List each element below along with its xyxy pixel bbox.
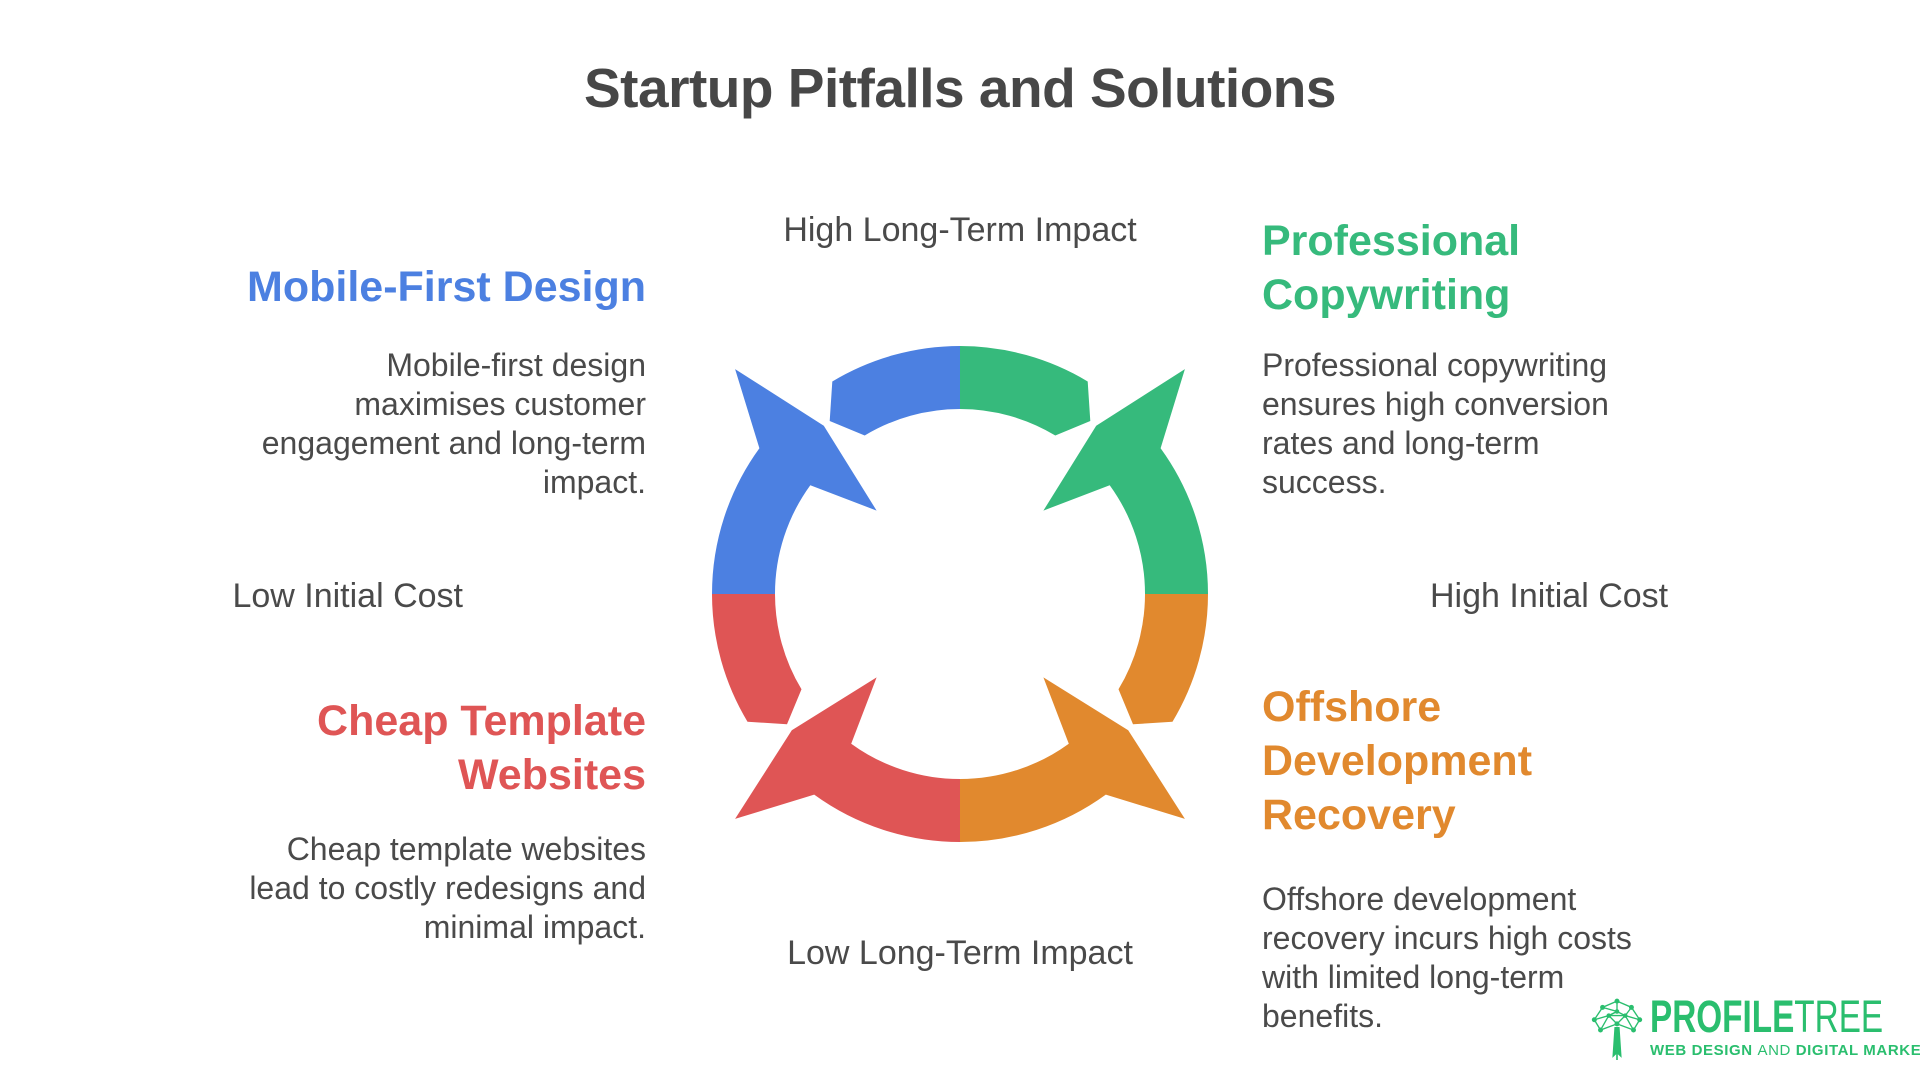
brand-bold-part: PROFILE: [1650, 991, 1795, 1042]
description-line: Professional copywriting: [1262, 347, 1608, 383]
axis-label-top: High Long-Term Impact: [783, 211, 1137, 249]
heading-line: Copywriting: [1262, 271, 1511, 319]
profiletree-brand-name: PROFILETREE: [1650, 994, 1883, 1039]
description-line: Mobile-first design: [386, 347, 646, 383]
description-line: maximises customer: [354, 386, 646, 422]
quadrant-arc-top-right: [960, 346, 1208, 594]
axis-label-left: Low Initial Cost: [232, 577, 463, 615]
heading-line: Websites: [458, 751, 646, 799]
description-line: success.: [1262, 464, 1387, 500]
description-line: ensures high conversion: [1262, 386, 1609, 422]
description-line: Offshore development: [1262, 881, 1577, 917]
quadrant-arc-top-left: [712, 346, 960, 594]
heading-line: Development: [1262, 737, 1533, 785]
heading-line: Offshore: [1262, 683, 1442, 731]
axis-label-bottom: Low Long-Term Impact: [787, 934, 1133, 972]
brand-light-part: TREE: [1794, 991, 1884, 1042]
profiletree-tagline: WEB DESIGN AND DIGITAL MARKETING: [1650, 1042, 1920, 1059]
description-line: lead to costly redesigns and: [249, 870, 646, 906]
quadrant-heading-offshore-development-recovery: Offshore Development Recovery: [1262, 680, 1532, 842]
axis-label-right: High Initial Cost: [1430, 577, 1669, 615]
description-line: recovery incurs high costs: [1262, 920, 1632, 956]
page-title: Startup Pitfalls and Solutions: [584, 57, 1337, 119]
profiletree-tree-icon: [1591, 998, 1643, 1060]
heading-line: Professional: [1262, 217, 1521, 265]
quadrant-description-cheap-template-websites: Cheap template websites lead to costly r…: [249, 830, 646, 947]
quadrant-heading-cheap-template-websites: Cheap Template Websites: [317, 694, 646, 802]
heading-line: Mobile-First Design: [247, 263, 646, 311]
quadrant-heading-professional-copywriting: Professional Copywriting: [1262, 214, 1520, 322]
tagline-web-design: WEB DESIGN: [1650, 1042, 1753, 1059]
quadrant-arc-bottom-left: [712, 594, 960, 842]
description-line: minimal impact.: [423, 909, 646, 945]
description-line: impact.: [542, 464, 646, 500]
description-line: with limited long-term: [1262, 959, 1565, 995]
profiletree-wordmark: PROFILETREE WEB DESIGN AND DIGITAL MARKE…: [1650, 994, 1920, 1059]
description-line: benefits.: [1262, 998, 1383, 1034]
tagline-and: AND: [1757, 1042, 1791, 1059]
tagline-digital-marketing: DIGITAL MARKETING: [1795, 1042, 1920, 1059]
quadrant-description-mobile-first-design: Mobile-first design maximises customer e…: [262, 346, 646, 502]
description-line: engagement and long-term: [261, 425, 646, 461]
description-line: rates and long-term: [1262, 425, 1540, 461]
heading-line: Recovery: [1262, 791, 1456, 839]
description-line: Cheap template websites: [286, 831, 646, 867]
cycle-quadrant-diagram: [712, 346, 1208, 842]
heading-line: Cheap Template: [317, 697, 646, 745]
quadrant-arc-bottom-right: [960, 594, 1208, 842]
profiletree-logo: PROFILETREE WEB DESIGN AND DIGITAL MARKE…: [1588, 994, 1920, 1064]
quadrant-description-offshore-development-recovery: Offshore development recovery incurs hig…: [1262, 880, 1632, 1036]
quadrant-heading-mobile-first-design: Mobile-First Design: [247, 260, 646, 314]
quadrant-description-professional-copywriting: Professional copywriting ensures high co…: [1262, 346, 1609, 502]
